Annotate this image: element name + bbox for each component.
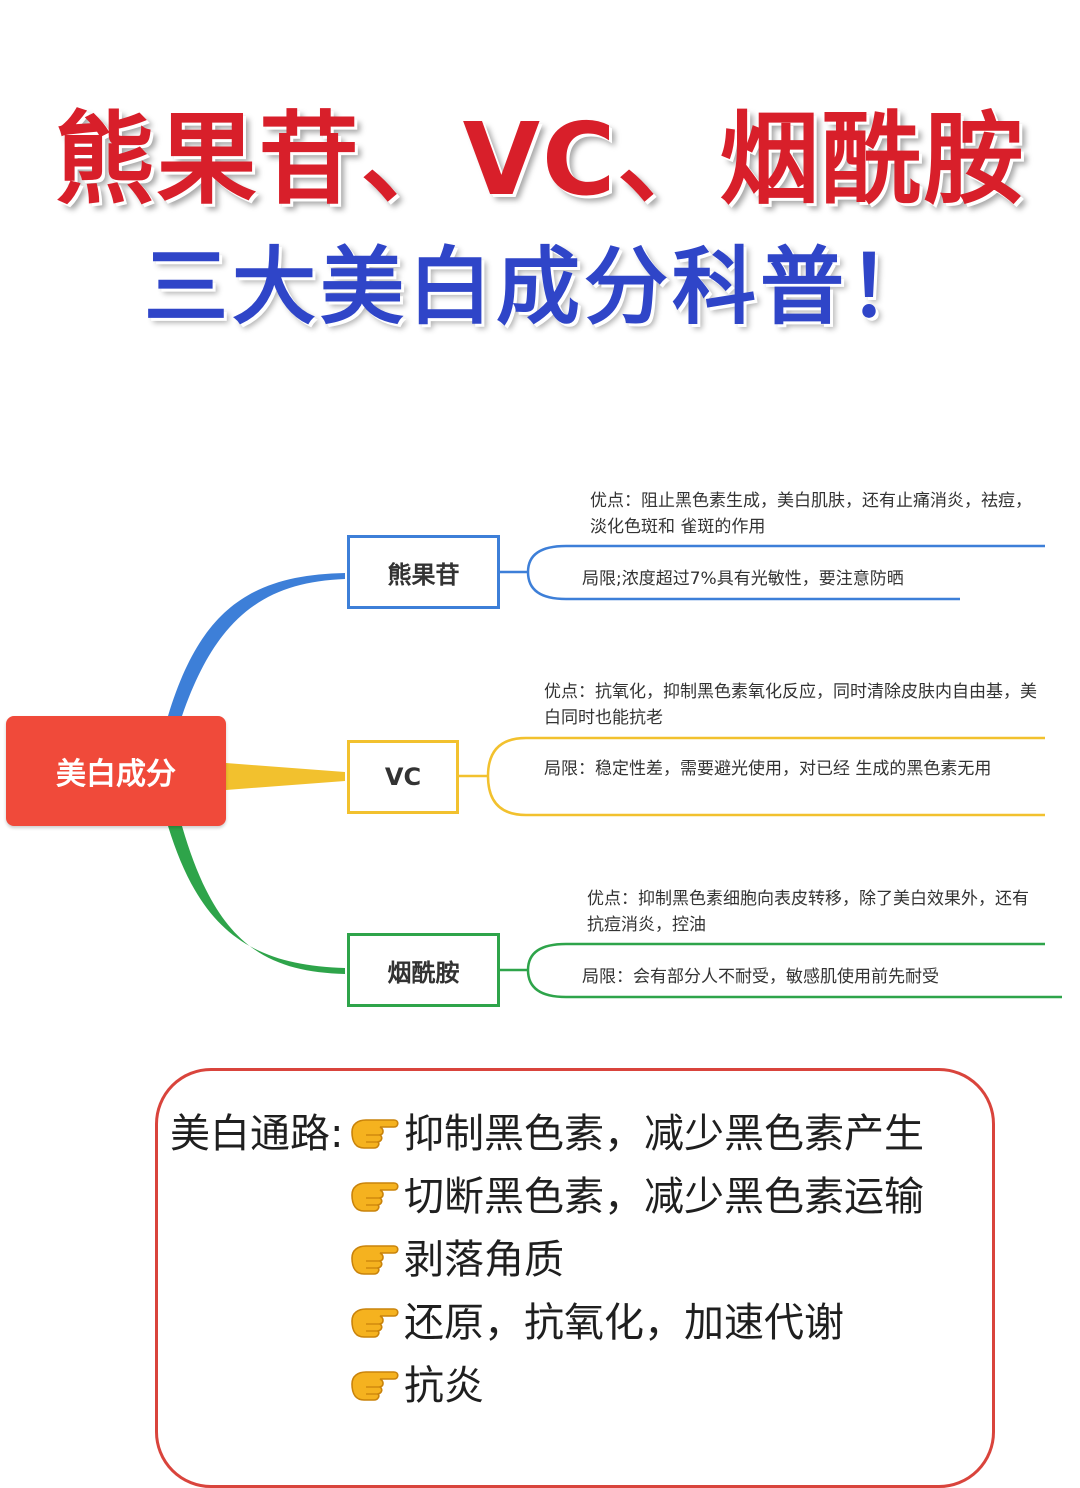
pathway-label: 美白通路:: [170, 1111, 344, 1157]
branch-node-arbutin: 熊果苷: [347, 535, 500, 609]
pathway-item-text: 还原，抗氧化，加速代谢: [404, 1300, 844, 1346]
connector-branch-3: [168, 826, 345, 974]
pathway-item: 切断黑色素，减少黑色素运输: [348, 1164, 924, 1222]
pathway-item: 还原，抗氧化，加速代谢: [348, 1290, 844, 1348]
leaf-bracket-branch-1: [500, 544, 1045, 601]
leaf-cons-vc: 局限：稳定性差，需要避光使用，对已经 生成的黑色素无用: [544, 759, 992, 779]
pathway-item: 抑制黑色素，减少黑色素产生: [348, 1101, 924, 1159]
pointing-hand-icon: [351, 1182, 399, 1212]
leaf-pros-vc: 优点：抗氧化，抑制黑色素氧化反应，同时清除皮肤内自由基，美白同时也能抗老: [544, 682, 1037, 728]
pointing-hand-icon: [351, 1245, 399, 1275]
connector-branch-2: [226, 763, 345, 790]
branch-node-niacinamide: 烟酰胺: [347, 933, 500, 1007]
leaf-bracket-branch-2: [459, 736, 1045, 817]
pathway-item-text: 抗炎: [404, 1363, 484, 1409]
leaf-cons-arbutin: 局限;浓度超过7%具有光敏性，要注意防晒: [582, 569, 904, 589]
leaf-pros-niacinamide: 优点：抑制黑色素细胞向表皮转移，除了美白效果外，还有抗痘消炎，控油: [587, 889, 1029, 935]
title-sub: 三大美白成分科普！: [143, 238, 936, 336]
pointing-hand-icon: [351, 1371, 399, 1401]
pointing-hand-icon: [351, 1308, 399, 1338]
leaf-bracket-branch-3: [500, 942, 1062, 999]
pathway-item-text: 抑制黑色素，减少黑色素产生: [404, 1111, 924, 1157]
pathway-item-text: 剥落角质: [404, 1237, 564, 1283]
title-main: 熊果苷、VC、烟酰胺: [54, 101, 1026, 218]
pathway-item: 抗炎: [348, 1353, 484, 1411]
leaf-cons-niacinamide: 局限：会有部分人不耐受，敏感肌使用前先耐受: [582, 967, 939, 987]
mindmap-connectors: [168, 544, 1062, 999]
connector-branch-1: [168, 573, 345, 716]
branch-node-vc: VC: [347, 740, 459, 814]
root-node: 美白成分: [6, 716, 226, 826]
pointing-hand-icon: [351, 1119, 399, 1149]
pathway-item: 剥落角质: [348, 1227, 564, 1285]
pathway-item-text: 切断黑色素，减少黑色素运输: [404, 1174, 924, 1220]
leaf-pros-arbutin: 优点：阻止黑色素生成，美白肌肤，还有止痛消炎，祛痘，淡化色斑和 雀斑的作用: [590, 491, 1032, 537]
